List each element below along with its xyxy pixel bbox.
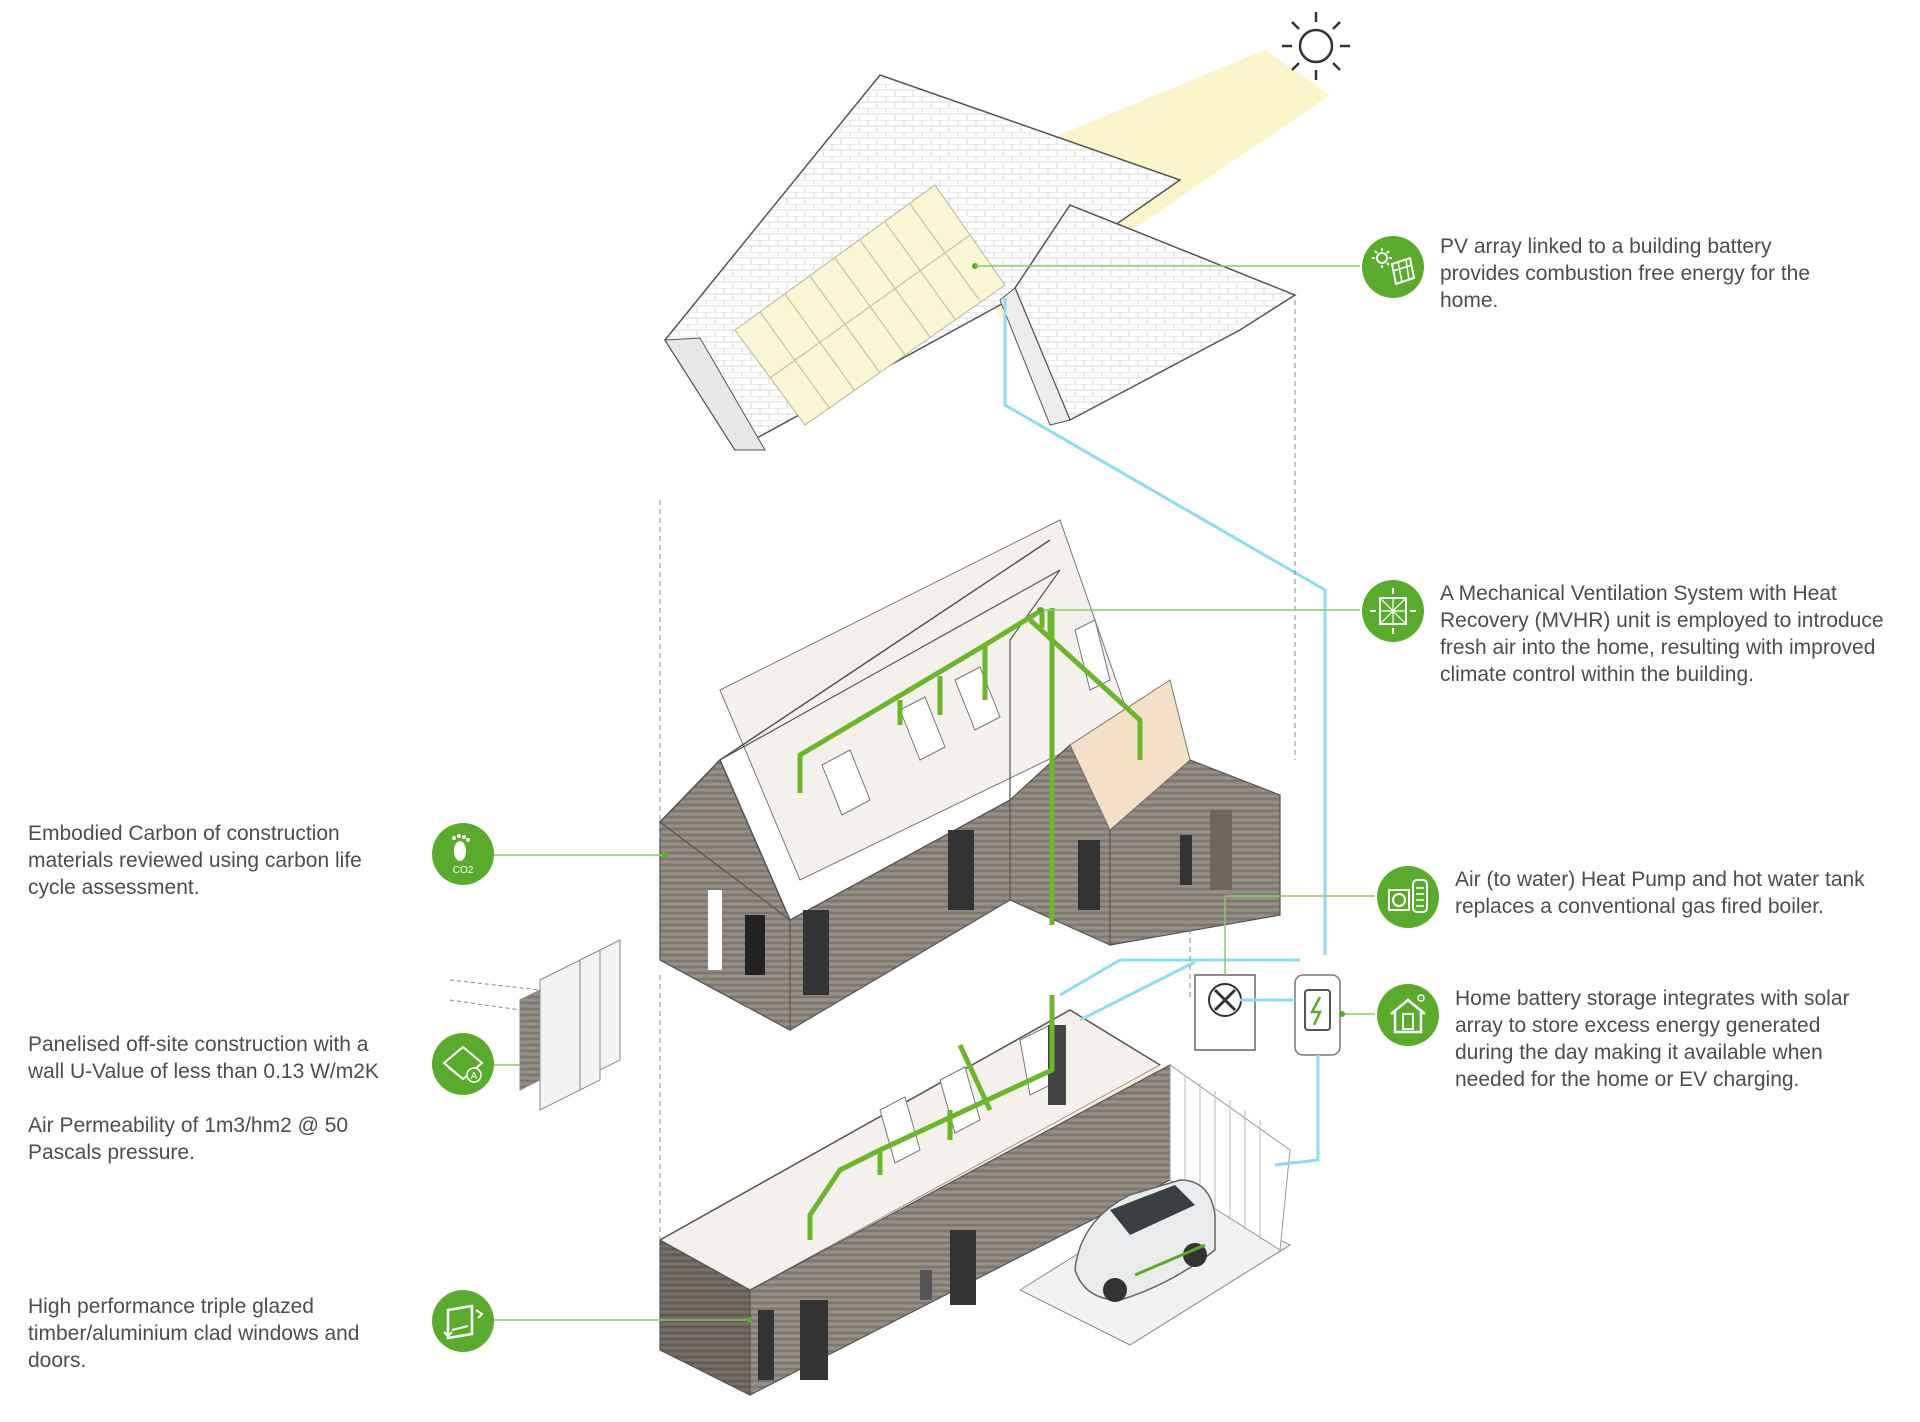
carbon-footprint-icon: CO2 xyxy=(432,823,494,885)
ground-floor xyxy=(658,1009,1171,1396)
battery-text: Home battery storage integrates with sol… xyxy=(1455,987,1850,1091)
sun-icon xyxy=(1282,12,1350,80)
pv-array-text: PV array linked to a building battery pr… xyxy=(1440,235,1811,312)
guide-lines xyxy=(659,300,1296,1240)
carbon-text: Embodied Carbon of construction material… xyxy=(28,822,362,899)
panel-text: Panelised off-site construction with a w… xyxy=(28,1033,379,1083)
heat-pump-icon xyxy=(1377,866,1439,928)
mvhr-text: A Mechanical Ventilation System with Hea… xyxy=(1440,582,1884,686)
heat-pump-unit xyxy=(1194,974,1256,1051)
electric-car xyxy=(1074,1179,1216,1302)
mvhr-ducting xyxy=(797,607,1143,1240)
electrical-lines xyxy=(1003,298,1327,1167)
upper-floor xyxy=(659,519,1281,1032)
leader-lines xyxy=(470,609,1375,1321)
heat-pump-label: Air (to water) Heat Pump and hot water t… xyxy=(1455,866,1865,920)
svg-text:CO2: CO2 xyxy=(453,865,474,876)
pv-array-label: PV array linked to a building battery pr… xyxy=(1440,233,1810,314)
permeability-text: Air Permeability of 1m3/hm2 @ 50 Pascals… xyxy=(28,1114,349,1164)
mvhr-label: A Mechanical Ventilation System with Hea… xyxy=(1440,580,1884,688)
heat-pump-text: Air (to water) Heat Pump and hot water t… xyxy=(1455,868,1865,918)
window-icon xyxy=(432,1290,494,1352)
ventilation-icon xyxy=(1362,580,1424,642)
carbon-label: Embodied Carbon of construction material… xyxy=(28,820,362,901)
panel-label: Panelised off-site construction with a w… xyxy=(28,1031,379,1166)
pv-array xyxy=(734,184,1006,426)
windows-text: High performance triple glazed timber/al… xyxy=(28,1295,360,1372)
wall-panel xyxy=(449,939,621,1111)
windows-label: High performance triple glazed timber/al… xyxy=(28,1293,359,1374)
battery-unit xyxy=(1294,974,1341,1056)
home-battery-icon xyxy=(1377,984,1439,1046)
roof xyxy=(664,74,1297,451)
solar-panel-icon xyxy=(1362,236,1424,298)
leader-dots xyxy=(662,607,1345,1323)
svg-text:A: A xyxy=(471,1071,478,1082)
battery-label: Home battery storage integrates with sol… xyxy=(1455,985,1850,1093)
wall-panel-icon: A xyxy=(432,1033,494,1095)
